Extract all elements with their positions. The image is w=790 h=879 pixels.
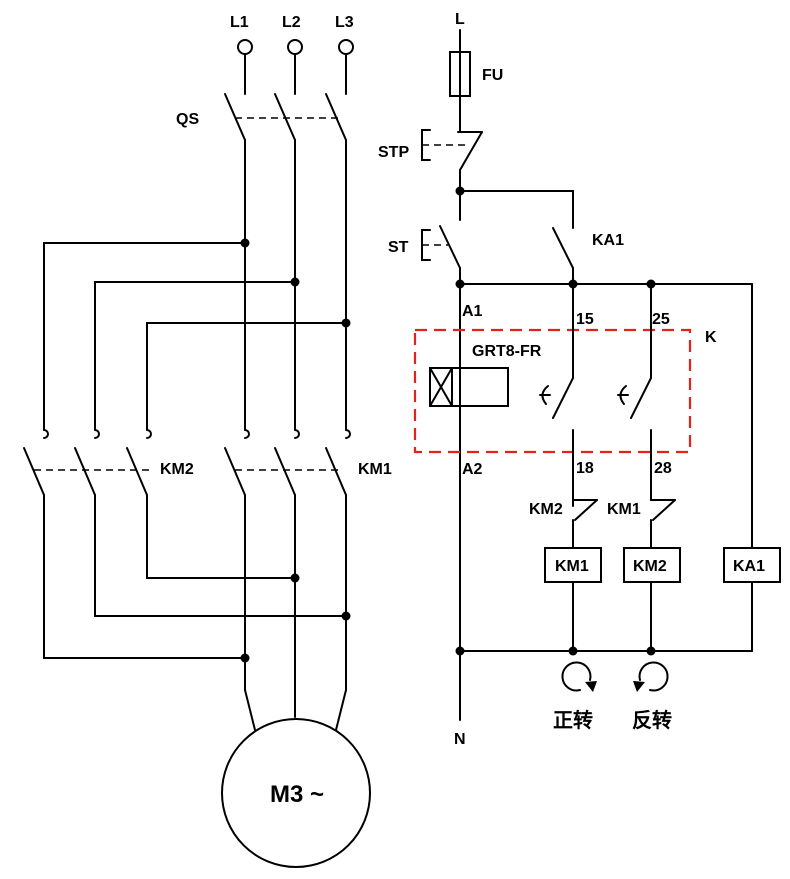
control-circuit: L FU STP ST KA1 (378, 11, 781, 748)
forward-rotation-icon (561, 661, 597, 692)
motor (221, 718, 371, 868)
a1-label: A1 (462, 303, 483, 320)
neutral-label: N (454, 731, 466, 748)
km2-contactor (23, 447, 150, 496)
km2-label: KM2 (160, 461, 194, 478)
terminal-28-label: 28 (654, 460, 672, 477)
relay-contact-15-18 (552, 377, 574, 419)
reverse-rotation-icon (633, 661, 669, 692)
power-circuit: L1 L2 L3 QS (23, 14, 392, 868)
km1-interlock (650, 499, 676, 549)
km2-interlock (572, 499, 598, 549)
line-l-label: L (455, 11, 465, 28)
km2-interlock-label: KM2 (529, 501, 563, 518)
a2-label: A2 (462, 461, 483, 478)
qs-switch (224, 93, 347, 141)
ka1-contact (552, 227, 574, 269)
terminal-l3 (338, 39, 354, 55)
fu-label: FU (482, 67, 503, 84)
terminal-18-label: 18 (576, 460, 594, 477)
terminal-l1-label: L1 (230, 14, 249, 31)
coil-km1-label: KM1 (555, 558, 589, 575)
terminal-l1 (237, 39, 253, 55)
terminal-l2 (287, 39, 303, 55)
st-button (421, 225, 461, 269)
motor-label: M3 ~ (270, 781, 324, 808)
km1-interlock-label: KM1 (607, 501, 641, 518)
forward-label: 正转 (553, 708, 593, 732)
km1-label: KM1 (358, 461, 392, 478)
qs-label: QS (176, 111, 199, 128)
relay-enclosure (413, 328, 692, 454)
relay-contact-25-28 (630, 377, 652, 419)
km1-contactor (224, 447, 347, 496)
st-label: ST (388, 239, 409, 256)
terminal-l2-label: L2 (282, 14, 301, 31)
stp-button (421, 129, 483, 171)
coil-km2-label: KM2 (633, 558, 667, 575)
terminal-15-label: 15 (576, 311, 594, 328)
terminal-25-label: 25 (652, 311, 670, 328)
terminal-l3-label: L3 (335, 14, 354, 31)
relay-k-label: K (705, 329, 717, 346)
coil-ka1-label: KA1 (733, 558, 765, 575)
reverse-label: 反转 (632, 708, 672, 732)
relay-model-label: GRT8-FR (472, 343, 542, 360)
ka1-contact-label: KA1 (592, 232, 624, 249)
stp-label: STP (378, 144, 409, 161)
